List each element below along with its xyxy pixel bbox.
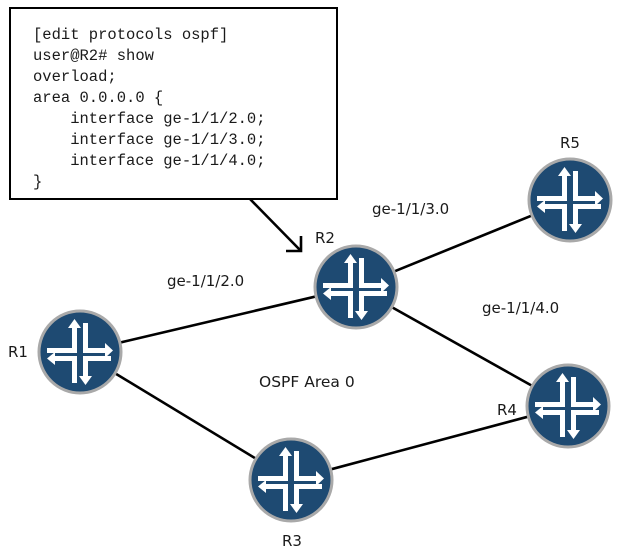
- link-label-r2-r4: ge-1/1/4.0: [482, 299, 560, 317]
- link-label-r2-r5: ge-1/1/3.0: [372, 200, 450, 218]
- cli-line: area 0.0.0.0 {: [33, 89, 164, 107]
- router-r1: [37, 309, 123, 395]
- router-r2: [313, 244, 399, 330]
- cli-line: overload;: [33, 68, 117, 86]
- router-label-r5: R5: [560, 134, 580, 152]
- link-r1-r2: [117, 294, 319, 345]
- callout-arrow: [249, 198, 303, 253]
- cli-line: }: [33, 173, 43, 191]
- router-r5: [527, 157, 613, 243]
- link-r1-r3: [112, 371, 259, 461]
- cli-line: interface ge-1/1/2.0;: [33, 110, 266, 128]
- ospf-area-label: OSPF Area 0: [259, 373, 355, 391]
- cli-line: interface ge-1/1/3.0;: [33, 131, 266, 149]
- link-r2-r5: [391, 213, 535, 274]
- link-r3-r4: [328, 414, 531, 472]
- router-r4: [525, 363, 611, 449]
- router-label-r2: R2: [315, 229, 335, 247]
- router-label-r3: R3: [282, 532, 302, 550]
- cli-line: interface ge-1/1/4.0;: [33, 152, 266, 170]
- cli-output-box: [edit protocols ospf] user@R2# show over…: [9, 7, 338, 200]
- link-r2-r4: [389, 304, 535, 389]
- router-label-r4: R4: [497, 401, 517, 419]
- cli-line: user@R2# show: [33, 47, 154, 65]
- cli-output-text: [edit protocols ospf] user@R2# show over…: [33, 25, 266, 193]
- router-label-r1: R1: [8, 343, 28, 361]
- router-r3: [248, 437, 334, 523]
- cli-line: [edit protocols ospf]: [33, 26, 229, 44]
- link-label-r1-r2: ge-1/1/2.0: [167, 272, 245, 290]
